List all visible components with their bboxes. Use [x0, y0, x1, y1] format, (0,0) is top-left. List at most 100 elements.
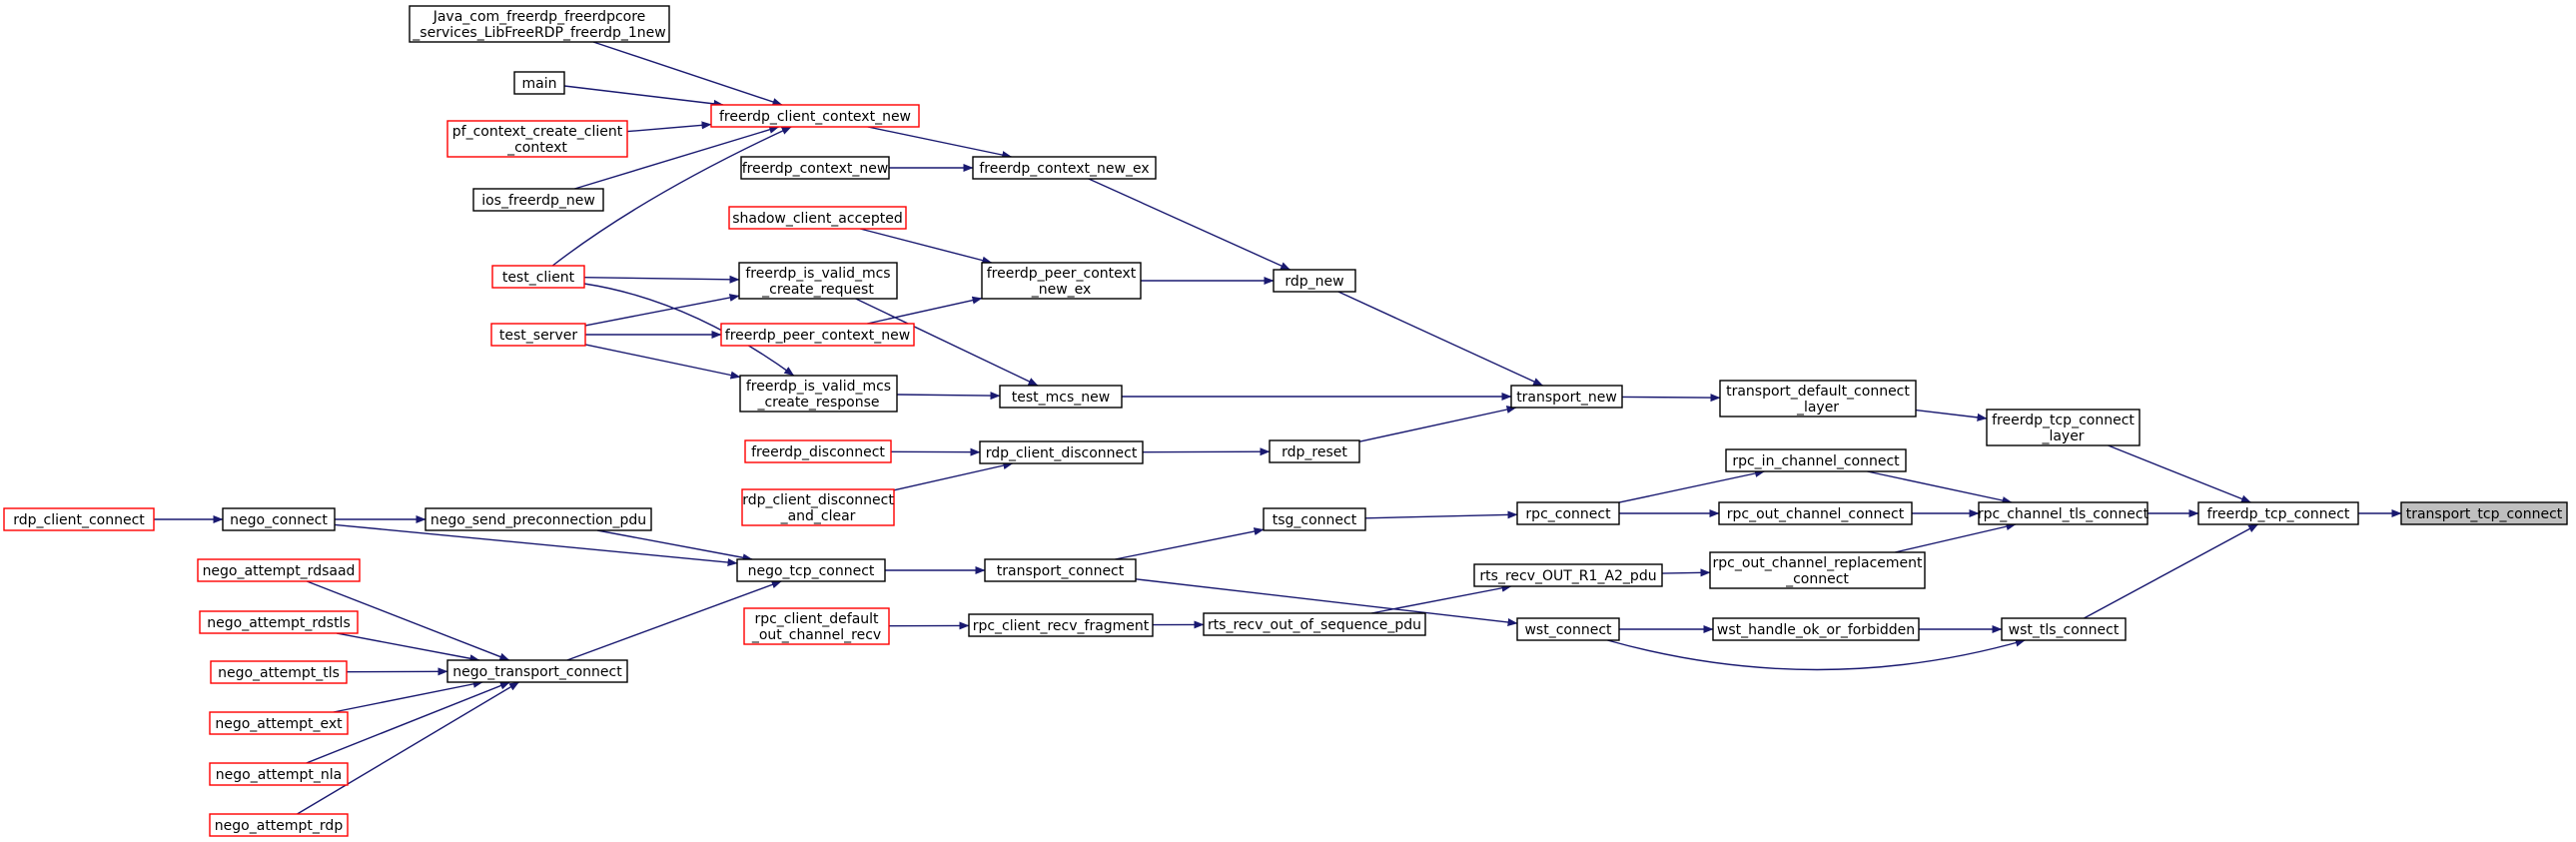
node-label: freerdp_tcp_connect — [1992, 413, 2135, 428]
node-label: test_mcs_new — [1012, 390, 1110, 406]
node-freerdp_peer_context_new[interactable]: freerdp_peer_context_new — [720, 323, 915, 347]
node-nego_attempt_rdstls[interactable]: nego_attempt_rdstls — [199, 610, 359, 634]
node-freerdp_context_new[interactable]: freerdp_context_new — [740, 156, 890, 180]
node-freerdp_disconnect[interactable]: freerdp_disconnect — [744, 439, 892, 463]
node-rdp_reset[interactable]: rdp_reset — [1269, 439, 1360, 463]
node-label: tsg_connect — [1273, 512, 1357, 528]
node-tsg_connect[interactable]: tsg_connect — [1263, 507, 1366, 531]
node-box — [446, 659, 628, 683]
node-nego_transport_connect[interactable]: nego_transport_connect — [446, 659, 628, 683]
edge-rdp_client_disconnect-to-rdp_reset — [1142, 447, 1271, 456]
node-main[interactable]: main — [513, 71, 565, 95]
node-box — [490, 323, 586, 347]
node-wst_connect[interactable]: wst_connect — [1516, 617, 1620, 641]
node-freerdp_is_valid_mcs_create_response[interactable]: freerdp_is_valid_mcs_create_response — [739, 375, 898, 413]
node-nego_attempt_nla[interactable]: nego_attempt_nla — [209, 762, 349, 786]
node-rdp_client_disconnect[interactable]: rdp_client_disconnect — [979, 440, 1144, 464]
node-test_server[interactable]: test_server — [490, 323, 586, 347]
node-nego_attempt_rdp[interactable]: nego_attempt_rdp — [209, 813, 349, 837]
node-label: freerdp_tcp_connect — [2207, 506, 2350, 522]
node-label: nego_send_preconnection_pdu — [430, 512, 646, 528]
node-wst_handle_ok_or_forbidden[interactable]: wst_handle_ok_or_forbidden — [1712, 617, 1920, 641]
node-box — [738, 262, 898, 300]
node-shadow_client_accepted[interactable]: shadow_client_accepted — [728, 206, 907, 230]
node-box — [491, 265, 585, 289]
node-label: freerdp_context_new — [742, 161, 889, 177]
node-box — [1725, 448, 1907, 472]
node-rpc_in_channel_connect[interactable]: rpc_in_channel_connect — [1725, 448, 1907, 472]
node-box — [1718, 501, 1913, 525]
node-transport_default_connect_layer[interactable]: transport_default_connect_layer — [1719, 380, 1917, 418]
node-nego_attempt_tls[interactable]: nego_attempt_tls — [210, 660, 348, 684]
node-label: rts_recv_OUT_R1_A2_pdu — [1479, 568, 1656, 584]
node-rdp_client_disconnect_and_clear[interactable]: rdp_client_disconnect_and_clear — [741, 488, 895, 526]
node-nego_attempt_ext[interactable]: nego_attempt_ext — [209, 711, 349, 735]
node-box — [1516, 617, 1620, 641]
node-nego_connect[interactable]: nego_connect — [222, 507, 336, 531]
node-rpc_connect[interactable]: rpc_connect — [1516, 501, 1620, 525]
node-label: nego_attempt_rdstls — [207, 615, 351, 631]
node-pf_context_create_client_context[interactable]: pf_context_create_client_context — [446, 120, 628, 158]
edge-rpc_out_channel_replacement_connect-to-rpc_channel_tls_connect — [1895, 522, 2017, 553]
node-freerdp_peer_context_new_ex[interactable]: freerdp_peer_context_new_ex — [981, 262, 1142, 300]
node-rpc_channel_tls_connect[interactable]: rpc_channel_tls_connect — [1978, 501, 2149, 525]
node-nego_send_preconnection_pdu[interactable]: nego_send_preconnection_pdu — [425, 507, 652, 531]
node-box — [740, 156, 890, 180]
node-test_client[interactable]: test_client — [491, 265, 585, 289]
node-wst_tls_connect[interactable]: wst_tls_connect — [2001, 617, 2127, 641]
node-label: _and_clear — [780, 508, 856, 524]
node-label: transport_new — [1516, 390, 1617, 406]
edge-test_server-to-freerdp_is_valid_mcs_create_response — [584, 344, 741, 380]
node-freerdp_context_new_ex[interactable]: freerdp_context_new_ex — [972, 156, 1157, 180]
edge-rpc_connect-to-rpc_in_channel_connect — [1618, 469, 1765, 503]
node-rdp_client_connect[interactable]: rdp_client_connect — [3, 507, 155, 531]
node-box — [1712, 617, 1920, 641]
node-transport_connect[interactable]: transport_connect — [984, 558, 1137, 582]
node-transport_new[interactable]: transport_new — [1510, 385, 1623, 409]
edge-freerdp_is_valid_mcs_create_request-to-test_mcs_new — [855, 298, 1039, 387]
node-ios_freerdp_new[interactable]: ios_freerdp_new — [472, 188, 604, 212]
node-label: transport_default_connect — [1726, 384, 1910, 400]
node-label: _layer — [2041, 428, 2084, 444]
node-label: _create_response — [756, 395, 879, 411]
node-label: _services_LibFreeRDP_freerdp_1new — [412, 25, 665, 41]
node-box — [2400, 501, 2568, 525]
node-java_freerdp_new[interactable]: Java_com_freerdp_freerdpcore_services_Li… — [409, 5, 670, 43]
edge-transport_connect-to-tsg_connect — [1115, 527, 1265, 560]
node-rdp_new[interactable]: rdp_new — [1273, 269, 1356, 293]
node-freerdp_tcp_connect[interactable]: freerdp_tcp_connect — [2197, 501, 2359, 525]
node-label: freerdp_peer_context — [987, 266, 1137, 282]
node-label: freerdp_client_context_new — [719, 109, 911, 125]
node-box — [209, 813, 349, 837]
edge-rts_recv_OUT_R1_A2_pdu-to-rpc_out_channel_replacement_connect — [1661, 568, 1711, 577]
node-label: freerdp_peer_context_new — [725, 328, 910, 344]
node-label: freerdp_disconnect — [751, 444, 885, 460]
node-test_mcs_new[interactable]: test_mcs_new — [999, 385, 1123, 409]
edge-freerdp_peer_context_new-to-freerdp_peer_context_new_ex — [867, 296, 983, 325]
node-box — [979, 440, 1144, 464]
node-nego_attempt_rdsaad[interactable]: nego_attempt_rdsaad — [197, 558, 361, 582]
node-rts_recv_OUT_R1_A2_pdu[interactable]: rts_recv_OUT_R1_A2_pdu — [1473, 563, 1663, 587]
node-box — [1709, 551, 1926, 589]
node-rts_recv_out_of_sequence_pdu[interactable]: rts_recv_out_of_sequence_pdu — [1203, 612, 1426, 636]
node-rpc_client_recv_fragment[interactable]: rpc_client_recv_fragment — [968, 613, 1154, 637]
node-rpc_out_channel_replacement_connect[interactable]: rpc_out_channel_replacement_connect — [1709, 551, 1926, 589]
node-nego_tcp_connect[interactable]: nego_tcp_connect — [736, 558, 886, 582]
node-label: freerdp_context_new_ex — [979, 161, 1149, 177]
node-label: Java_com_freerdp_freerdpcore — [432, 9, 646, 25]
node-label: _new_ex — [1031, 282, 1092, 298]
node-label: main — [522, 76, 557, 92]
node-box — [1978, 501, 2148, 525]
node-freerdp_client_context_new[interactable]: freerdp_client_context_new — [710, 104, 920, 128]
edge-wst_connect-to-wst_tls_connect — [1607, 638, 2026, 671]
node-transport_tcp_connect: transport_tcp_connect — [2400, 501, 2568, 525]
node-freerdp_tcp_connect_layer[interactable]: freerdp_tcp_connect_layer — [1986, 409, 2141, 446]
node-rpc_out_channel_connect[interactable]: rpc_out_channel_connect — [1718, 501, 1913, 525]
node-label: freerdp_is_valid_mcs — [746, 379, 891, 395]
node-box — [1473, 563, 1663, 587]
node-label: rpc_client_recv_fragment — [973, 618, 1150, 634]
node-box — [972, 156, 1157, 180]
node-rpc_client_default_out_channel_recv[interactable]: rpc_client_default_out_channel_recv — [743, 607, 890, 645]
node-freerdp_is_valid_mcs_create_request[interactable]: freerdp_is_valid_mcs_create_request — [738, 262, 898, 300]
node-box — [222, 507, 336, 531]
